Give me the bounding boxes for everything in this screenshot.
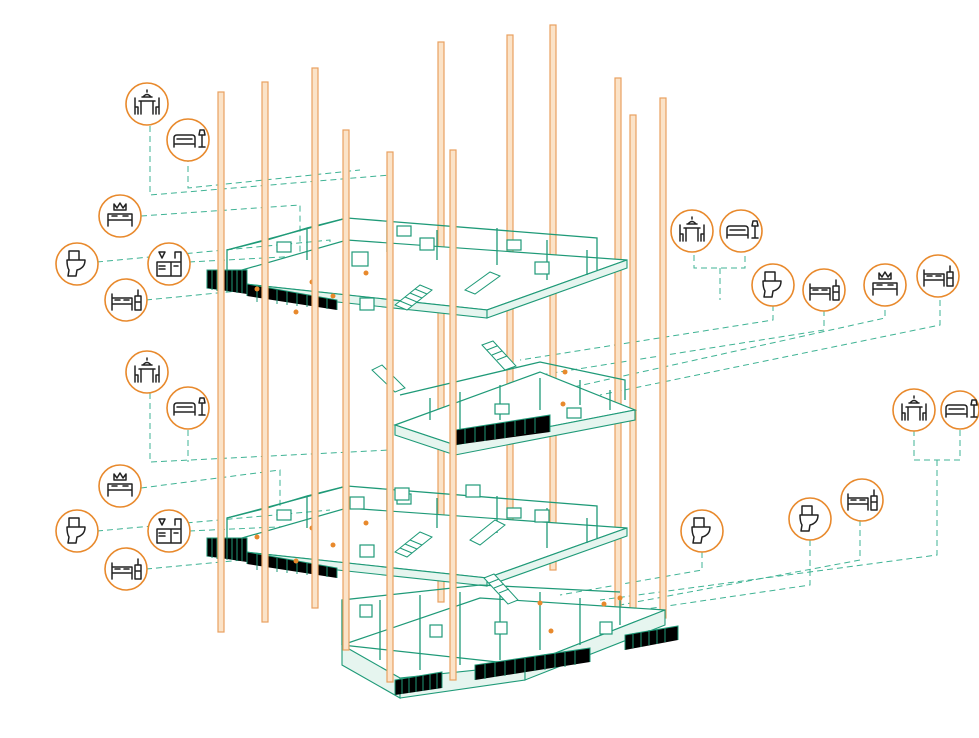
dining-table-icon [125, 350, 169, 394]
columns-front [217, 67, 457, 683]
dining-table-icon [125, 82, 169, 126]
bed-nightstand-icon [802, 268, 846, 312]
ground-floor-plate [341, 573, 679, 699]
dining-table-icon [670, 209, 714, 253]
bed-nightstand-icon [104, 547, 148, 591]
kitchen-icon [147, 509, 191, 553]
floor-plate-level-3 [206, 217, 628, 319]
toilet-icon [55, 242, 99, 286]
toilet-icon [680, 509, 724, 553]
kitchen-icon [147, 242, 191, 286]
bed-nightstand-icon [840, 478, 884, 522]
dining-table-icon [892, 388, 936, 432]
floor-plate-level-2 [371, 340, 638, 456]
sofa-lamp-icon [166, 386, 210, 430]
sofa-lamp-icon [166, 118, 210, 162]
toilet-icon [55, 509, 99, 553]
bed-nightstand-icon [104, 278, 148, 322]
king-bed-icon [863, 263, 907, 307]
toilet-icon [751, 263, 795, 307]
sofa-lamp-icon [719, 209, 763, 253]
bed-nightstand-icon [916, 254, 960, 298]
icon-badges [55, 82, 979, 591]
king-bed-icon [98, 194, 142, 238]
floor-plate-level-1 [206, 484, 628, 587]
sofa-lamp-icon [940, 390, 979, 430]
king-bed-icon [98, 464, 142, 508]
toilet-icon [788, 497, 832, 541]
